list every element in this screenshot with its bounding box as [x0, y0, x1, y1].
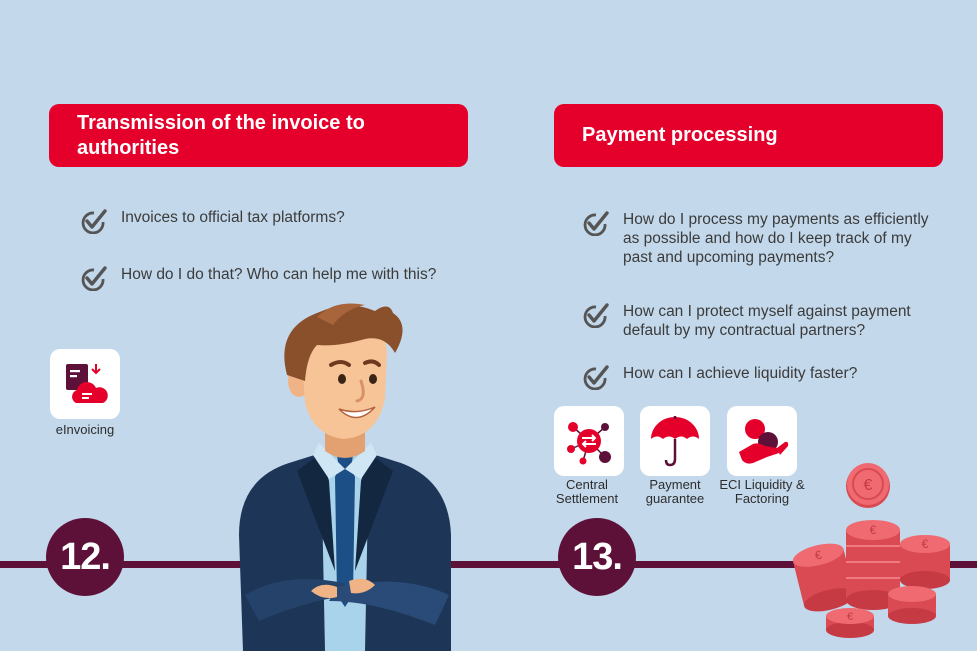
- timeline-bar: [0, 561, 977, 568]
- payment-guarantee-label: Payment guarantee: [645, 477, 705, 506]
- liquidity-factoring-tile[interactable]: [727, 406, 797, 476]
- step-number-13: 13.: [558, 518, 636, 596]
- question-text: How can I achieve liquidity faster?: [623, 365, 858, 382]
- section-header-transmission: Transmission of the invoice to authoriti…: [49, 104, 468, 167]
- central-settlement-tile[interactable]: [554, 406, 624, 476]
- checkmark-icon: [81, 209, 107, 234]
- einvoicing-icon: [66, 364, 108, 403]
- checkmark-icon: [583, 303, 609, 328]
- coin-pile: € € € € €: [792, 463, 950, 638]
- question-text: How do I do that? Who can help me with t…: [121, 266, 437, 283]
- question-text: Invoices to official tax platforms?: [121, 209, 345, 226]
- payment-guarantee-tile[interactable]: [640, 406, 710, 476]
- liquidity-factoring-label: ECI Liquidity & Factoring: [719, 477, 805, 506]
- svg-text:€: €: [864, 477, 873, 494]
- question-item: How can I protect myself against payment…: [582, 302, 937, 340]
- question-item: How do I do that? Who can help me with t…: [80, 265, 440, 291]
- coin-stack-illustration: € € € € €: [792, 463, 950, 638]
- einvoicing-label: eInvoicing: [55, 422, 115, 437]
- umbrella-icon: [651, 416, 699, 467]
- hand-coin-icon: [739, 419, 789, 464]
- question-item: Invoices to official tax platforms?: [80, 208, 420, 234]
- central-settlement-icon: [567, 422, 611, 465]
- svg-text:€: €: [847, 611, 853, 623]
- businessman-illustration: [239, 303, 451, 651]
- question-text: How can I protect myself against payment…: [623, 303, 911, 339]
- svg-text:€: €: [813, 548, 823, 563]
- svg-text:€: €: [870, 523, 877, 537]
- checkmark-icon: [81, 266, 107, 291]
- question-item: How do I process my payments as efficien…: [582, 210, 937, 267]
- section-header-payment: Payment processing: [554, 104, 943, 167]
- section-header-text: Transmission of the invoice to authoriti…: [77, 111, 365, 159]
- svg-text:€: €: [922, 537, 929, 551]
- section-header-text: Payment processing: [582, 124, 778, 146]
- step-number-12: 12.: [46, 518, 124, 596]
- question-item: How can I achieve liquidity faster?: [582, 364, 937, 390]
- question-text: How do I process my payments as efficien…: [623, 211, 929, 266]
- central-settlement-label: Central Settlement: [555, 477, 619, 506]
- checkmark-icon: [583, 365, 609, 390]
- einvoicing-tile[interactable]: [50, 349, 120, 419]
- checkmark-icon: [583, 211, 609, 236]
